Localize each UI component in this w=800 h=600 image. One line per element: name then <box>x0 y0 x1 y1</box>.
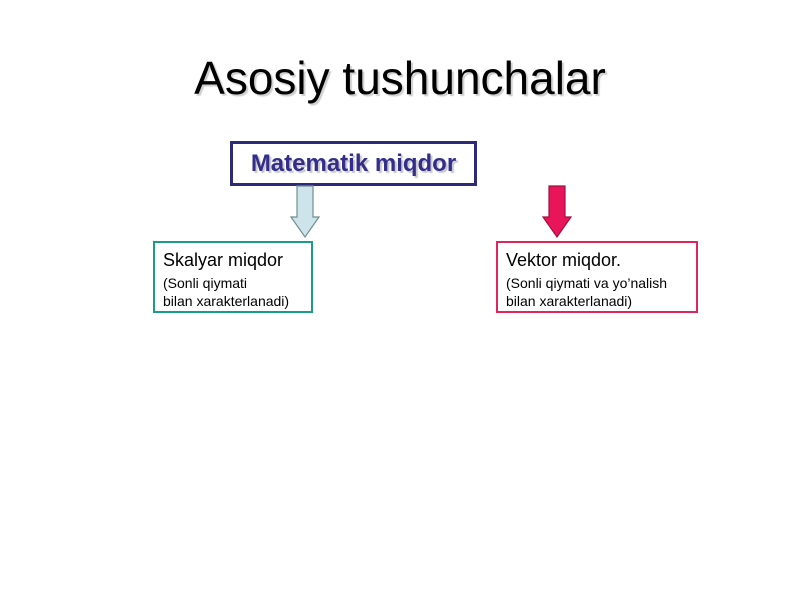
root-node-matematik-miqdor: Matematik miqdor <box>230 141 477 186</box>
arrow-shape-vector <box>542 185 572 239</box>
description-line: (Sonli qiymati <box>163 275 248 291</box>
description-line: bilan xarakterlanadi) <box>163 293 290 309</box>
root-node-label: Matematik miqdor <box>250 150 457 177</box>
child-node-vektor-miqdor: Vektor miqdor. (Sonli qiymati va yo’nali… <box>496 241 698 313</box>
child-node-title: Vektor miqdor. <box>506 250 622 270</box>
description-line: bilan xarakterlanadi) <box>506 293 633 309</box>
child-node-description: (Sonli qiymati va yo’nalish bilan xarakt… <box>506 274 667 310</box>
arrow-down-icon-scalar <box>290 185 320 239</box>
child-node-title: Skalyar miqdor <box>163 250 284 270</box>
arrow-down-icon-vector <box>542 185 572 239</box>
child-node-skalyar-miqdor: Skalyar miqdor (Sonli qiymati bilan xara… <box>153 241 313 313</box>
arrow-shape-scalar <box>290 185 320 239</box>
child-node-description: (Sonli qiymati bilan xarakterlanadi) <box>163 274 289 310</box>
slide-title: Asosiy tushunchalar <box>194 52 606 104</box>
description-line: (Sonli qiymati va yo’nalish <box>506 275 668 291</box>
